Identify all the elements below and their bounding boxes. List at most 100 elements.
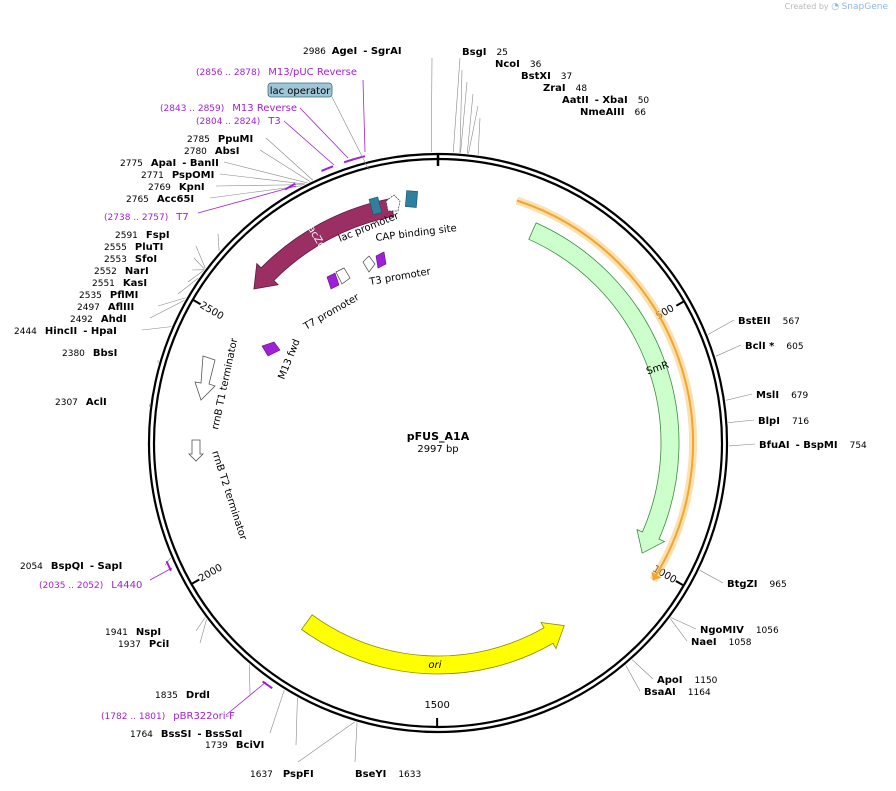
site-leader bbox=[157, 297, 186, 307]
site-leader bbox=[223, 161, 308, 184]
site-leaders bbox=[141, 57, 756, 763]
site-leader bbox=[219, 173, 306, 185]
watermark: Created by ◔ SnapGene bbox=[785, 2, 888, 12]
scale-tick bbox=[675, 300, 684, 307]
scale-tick bbox=[675, 580, 684, 586]
site-leader bbox=[195, 617, 206, 632]
site-label[interactable]: BclI *605 bbox=[745, 341, 804, 352]
site-leader bbox=[466, 93, 474, 154]
feature-arrow-SmR[interactable] bbox=[528, 222, 680, 554]
t7-promoter-arrow bbox=[335, 267, 351, 285]
site-leader bbox=[707, 319, 735, 335]
m13-fwd-arrow bbox=[261, 341, 281, 357]
primer-mark bbox=[165, 560, 172, 572]
primer-label[interactable]: (1782 .. 1801)pBR322ori-F bbox=[101, 711, 235, 722]
site-leader bbox=[468, 105, 479, 154]
site-leader bbox=[715, 344, 742, 357]
t3-primer-arrow bbox=[375, 251, 387, 269]
lac-operator-label: lac operator bbox=[270, 86, 331, 97]
site-leader bbox=[195, 245, 206, 269]
primer-label[interactable]: (2035 .. 2052)L4440 bbox=[39, 580, 142, 591]
cap-binding-site-label: CAP binding site bbox=[375, 223, 457, 244]
site-leader bbox=[295, 697, 298, 746]
scale-tick-label: 2500 bbox=[198, 300, 226, 322]
primer-label[interactable]: (2738 .. 2757)T7 bbox=[104, 212, 189, 223]
site-leader bbox=[670, 617, 697, 630]
lac-operator-glyph bbox=[385, 194, 401, 212]
primer-label[interactable]: (2843 .. 2859)M13 Reverse bbox=[160, 103, 297, 114]
scale-tick-label: 2000 bbox=[197, 562, 225, 584]
site-leader bbox=[452, 57, 461, 153]
brand-name: SnapGene bbox=[841, 2, 888, 12]
site-leader bbox=[259, 149, 311, 182]
site-leader bbox=[477, 117, 481, 155]
site-leader bbox=[725, 393, 753, 401]
primer-labels: (2856 .. 2878)M13/pUC Reverse (2843 .. 2… bbox=[39, 67, 357, 722]
primer-leaders bbox=[149, 79, 366, 716]
feature-arrow-ori[interactable] bbox=[300, 614, 565, 675]
created-by-text: Created by bbox=[784, 2, 829, 11]
site-leader bbox=[728, 419, 755, 424]
m13-fwd-label: M13 fwd bbox=[277, 338, 303, 381]
site-leader bbox=[625, 665, 641, 692]
scale-tick bbox=[193, 299, 202, 306]
scale-tick-label: 1500 bbox=[424, 700, 449, 711]
feature-label: ori bbox=[428, 660, 441, 671]
site-label[interactable]: 2986 AgeI- SgrAI bbox=[303, 46, 402, 57]
primer-mark bbox=[343, 158, 354, 164]
primer-mark bbox=[284, 182, 296, 191]
t3-promoter-arrow bbox=[362, 255, 376, 273]
site-leader bbox=[269, 689, 285, 734]
site-leader bbox=[354, 722, 358, 763]
primer-label[interactable]: (2856 .. 2878)M13/pUC Reverse bbox=[196, 67, 357, 78]
site-leader bbox=[699, 569, 724, 584]
orange-band-line bbox=[516, 199, 694, 581]
orange-band bbox=[515, 196, 697, 583]
primer-label[interactable]: (2804 .. 2824)T3 bbox=[196, 116, 281, 127]
rrnb-t2-label: rrnB T2 terminator bbox=[209, 450, 248, 543]
feature-arrow-lacZα[interactable] bbox=[253, 198, 395, 290]
site-leader bbox=[459, 69, 463, 153]
